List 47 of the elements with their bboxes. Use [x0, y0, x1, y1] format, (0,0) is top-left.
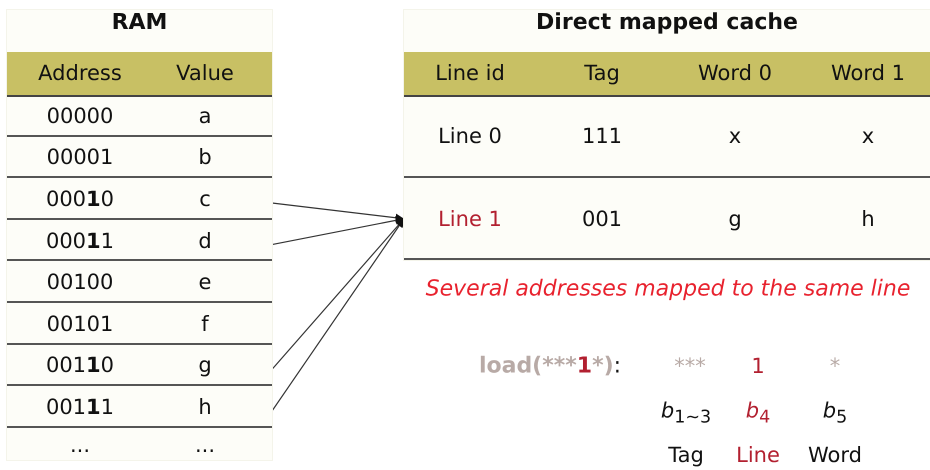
table-cell: 00000 — [46, 104, 114, 128]
table-cell: x — [728, 124, 742, 148]
bit-pattern: *** — [674, 354, 706, 378]
table-cell: 00111 — [46, 394, 114, 419]
table-cell: 00011 — [46, 228, 114, 253]
arrow — [272, 202, 404, 222]
ellipsis-text: ... — [70, 433, 90, 457]
column-header: Address — [38, 61, 122, 85]
table-cell: a — [198, 104, 212, 128]
arrow — [272, 216, 404, 246]
bit-pattern: * — [830, 354, 840, 378]
table-cell: 00001 — [46, 145, 114, 170]
column-header: Word 0 — [698, 61, 772, 85]
table-cell: x — [862, 124, 874, 148]
table-cell: 00100 — [46, 270, 114, 294]
field-name: Line — [736, 443, 780, 467]
table-cell: 00101 — [46, 312, 114, 336]
table-cell: g — [728, 206, 742, 231]
bit-symbol: b$_{5}$ — [822, 398, 848, 428]
load-instruction: load(***1*): — [478, 354, 622, 378]
note-text: Several addresses mapped to the same line — [426, 276, 910, 302]
table-cell: 00110 — [46, 353, 114, 378]
table-title: RAM — [110, 10, 168, 35]
table-cell: Line 1 — [438, 206, 502, 231]
table-cell: Line 0 — [438, 124, 502, 148]
field-name: Tag — [668, 443, 704, 467]
table-cell: b — [198, 145, 212, 170]
table-cell: f — [201, 312, 209, 336]
bit-symbol: b$_{1∼3}$ — [660, 398, 712, 428]
table-cell: 00010 — [46, 186, 114, 211]
table-cell: c — [199, 186, 211, 211]
field-name: Word — [808, 443, 862, 467]
bit-pattern: 1 — [751, 354, 765, 378]
bit-symbol: b$_{4}$ — [746, 398, 770, 428]
column-header: Line id — [435, 61, 505, 85]
column-header: Word 1 — [831, 61, 905, 85]
table-cell: h — [198, 394, 212, 419]
table-cell: 001 — [582, 206, 622, 231]
table-cell: d — [198, 228, 212, 253]
column-header: Tag — [584, 61, 620, 85]
column-header: Value — [176, 61, 234, 85]
table-cell: g — [198, 353, 212, 378]
table-cell: e — [198, 270, 212, 294]
table-cell: h — [861, 206, 875, 231]
ellipsis-text: ... — [194, 433, 216, 457]
table-cell: 111 — [582, 124, 622, 148]
table-title: Direct mapped cache — [535, 10, 799, 35]
